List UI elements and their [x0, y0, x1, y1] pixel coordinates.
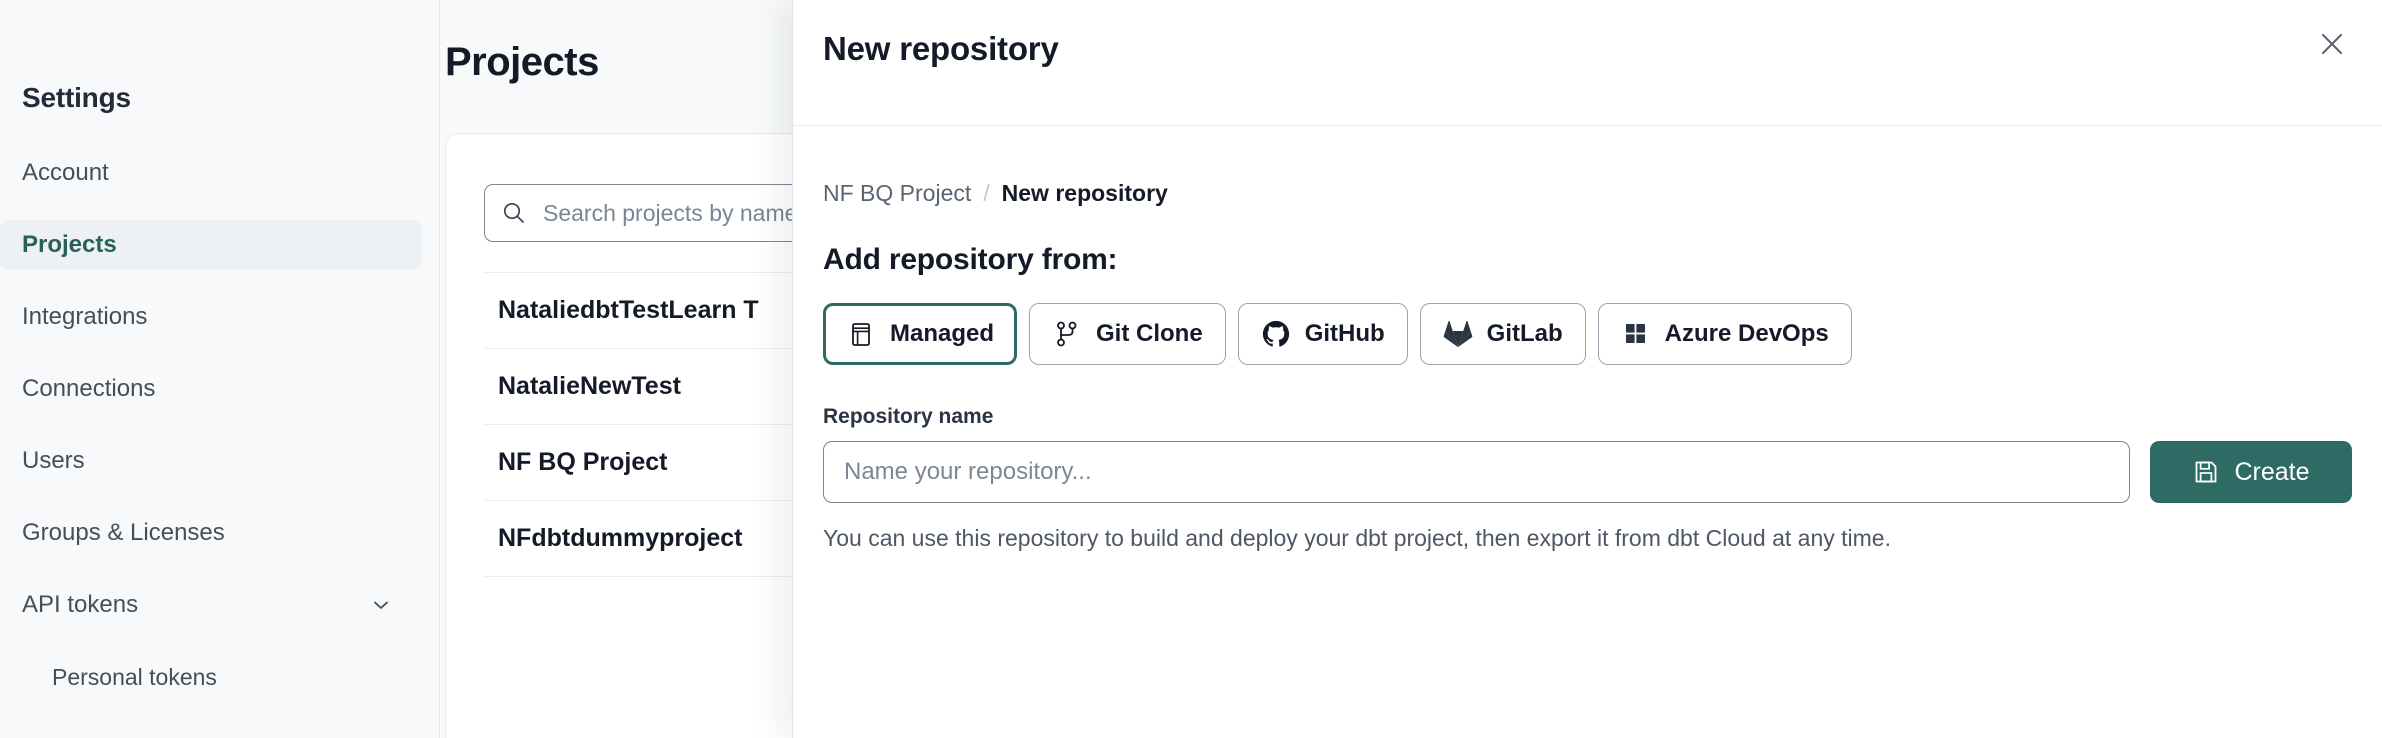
sidebar-item-api-tokens[interactable]: API tokens: [0, 580, 422, 630]
sidebar-item-projects[interactable]: Projects: [0, 220, 422, 270]
source-option-gitlab[interactable]: GitLab: [1419, 303, 1586, 365]
settings-sidebar: Settings Account Projects Integrations C…: [0, 0, 440, 738]
sidebar-item-label: Projects: [22, 231, 117, 258]
sidebar-item-personal-tokens[interactable]: Personal tokens: [0, 652, 422, 702]
github-icon: [1261, 319, 1291, 349]
new-repository-panel: New repository NF BQ Project / New repos…: [792, 0, 2382, 738]
sidebar-item-groups-and-licenses[interactable]: Groups & Licenses: [0, 508, 422, 558]
close-icon[interactable]: [2308, 20, 2356, 68]
sidebar-item-connections[interactable]: Connections: [0, 364, 422, 414]
source-option-github[interactable]: GitHub: [1237, 303, 1408, 365]
search-icon: [501, 200, 527, 226]
source-option-label: Git Clone: [1096, 320, 1203, 347]
repository-help-text: You can use this repository to build and…: [823, 525, 1891, 551]
panel-title: New repository: [823, 30, 1059, 67]
azure-devops-icon: [1621, 319, 1651, 349]
repository-name-input[interactable]: [823, 441, 2130, 503]
sidebar-item-label: Integrations: [22, 303, 148, 330]
repository-name-row: Create: [823, 441, 2352, 503]
save-icon: [2192, 458, 2220, 486]
managed-repo-icon: [846, 319, 876, 349]
sidebar-item-account[interactable]: Account: [0, 148, 422, 198]
source-option-label: Managed: [890, 320, 995, 347]
repository-source-options: Managed Git Clone: [823, 303, 2352, 365]
project-name: NFdbtdummyproject: [498, 524, 743, 552]
breadcrumb-separator: /: [983, 180, 990, 206]
sidebar-nav: Account Projects Integrations Connection…: [0, 148, 440, 724]
sidebar-item-label: API tokens: [22, 591, 139, 618]
sidebar-item-label: Connections: [22, 375, 156, 402]
page-title: Projects: [445, 40, 599, 84]
sidebar-title: Settings: [22, 82, 131, 113]
panel-header: New repository: [793, 0, 2382, 126]
create-button-label: Create: [2234, 457, 2310, 486]
source-option-label: Azure DevOps: [1664, 320, 1829, 347]
sidebar-item-users[interactable]: Users: [0, 436, 422, 486]
breadcrumb-parent-link[interactable]: NF BQ Project: [823, 180, 972, 206]
add-repository-heading: Add repository from:: [823, 243, 1118, 276]
sidebar-item-label: Personal tokens: [52, 663, 217, 690]
create-button[interactable]: Create: [2150, 441, 2352, 503]
project-name: NF BQ Project: [498, 448, 668, 476]
source-option-managed[interactable]: Managed: [823, 303, 1018, 365]
project-name: NatalieNewTest: [498, 372, 681, 400]
sidebar-item-label: Users: [22, 447, 85, 474]
source-option-label: GitLab: [1486, 320, 1563, 347]
breadcrumb: NF BQ Project / New repository: [823, 180, 2352, 207]
source-option-label: GitHub: [1304, 320, 1385, 347]
repository-name-label: Repository name: [823, 405, 994, 428]
project-name: NataliedbtTestLearn T: [498, 296, 759, 324]
chevron-down-icon[interactable]: [370, 594, 392, 616]
panel-body: NF BQ Project / New repository Add repos…: [793, 180, 2382, 552]
sidebar-item-label: Account: [22, 159, 109, 186]
git-clone-icon: [1052, 319, 1082, 349]
gitlab-icon: [1443, 319, 1473, 349]
breadcrumb-current: New repository: [1001, 180, 1168, 206]
source-option-azure-devops[interactable]: Azure DevOps: [1597, 303, 1852, 365]
sidebar-item-integrations[interactable]: Integrations: [0, 292, 422, 342]
sidebar-item-label: Groups & Licenses: [22, 519, 225, 546]
source-option-git-clone[interactable]: Git Clone: [1029, 303, 1226, 365]
